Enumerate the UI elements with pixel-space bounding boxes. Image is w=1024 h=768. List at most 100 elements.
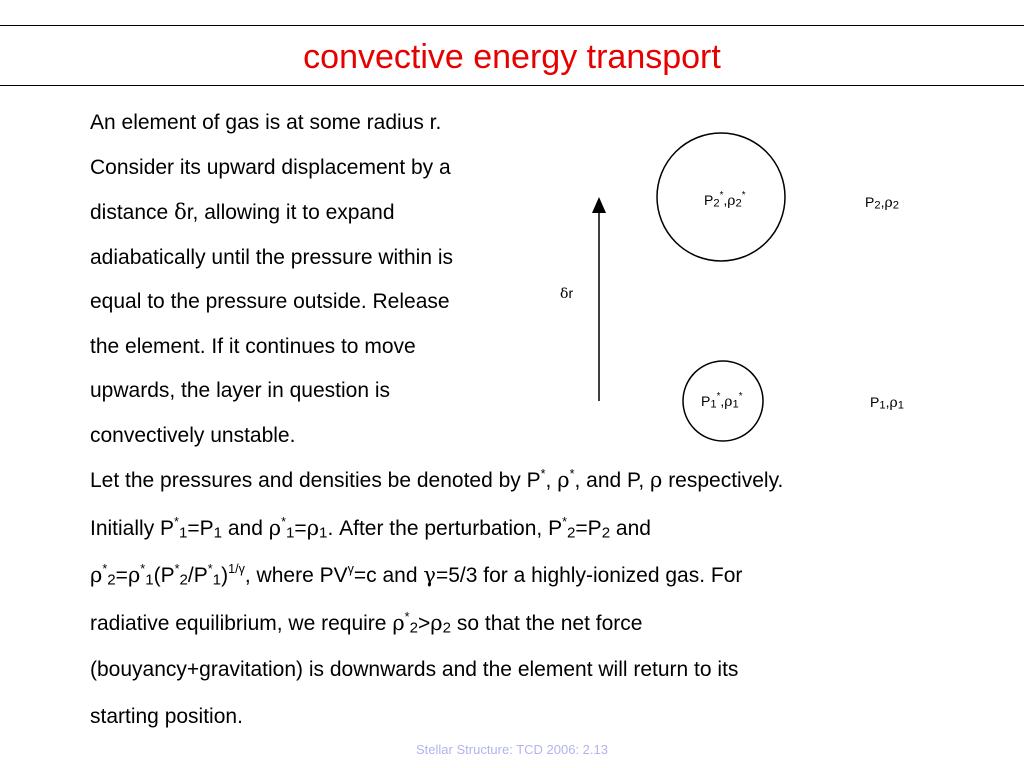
- rho-symbol: ρ: [884, 195, 893, 211]
- text-run: /P: [187, 564, 208, 587]
- text-run: ,: [720, 393, 725, 409]
- subscript: 1: [145, 571, 154, 589]
- upper-element-circle: [656, 132, 786, 262]
- text-run: and: [222, 516, 269, 540]
- rho-symbol: ρ: [430, 610, 443, 635]
- rho-symbol: ρ: [306, 515, 320, 540]
- derivation-line-1: Let the pressures and densities be denot…: [90, 457, 970, 505]
- lower-outer-label: P1,ρ1: [870, 394, 904, 411]
- star-superscript: *: [719, 190, 724, 202]
- text-run: P: [704, 192, 714, 208]
- intro-line-3: distance δr, allowing it to expand: [90, 190, 560, 236]
- subscript: 1: [319, 523, 328, 541]
- text-run: distance: [90, 201, 175, 224]
- upper-inner-label: P2*,ρ2*: [704, 190, 746, 210]
- star-superscript: *: [140, 562, 146, 577]
- text-run: P: [870, 394, 880, 410]
- text-run: (P: [153, 564, 175, 587]
- text-run: and: [610, 516, 651, 540]
- convection-diagram: P2*,ρ2* P2,ρ2 P1*,ρ1* P1,ρ1 δr: [540, 120, 940, 450]
- rho-symbol: ρ: [557, 468, 570, 492]
- text-run: =P: [187, 516, 214, 540]
- subscript: 1: [212, 571, 222, 589]
- star-superscript: *: [540, 467, 546, 482]
- slide-title: convective energy transport: [303, 38, 721, 76]
- displacement-arrow-head: [592, 197, 606, 213]
- text-run: =P: [575, 516, 602, 540]
- subscript: 1: [286, 523, 295, 541]
- star-superscript: *: [404, 609, 410, 624]
- star-superscript: *: [741, 190, 746, 202]
- text-run: respectively.: [662, 469, 784, 492]
- top-rule: [0, 25, 1024, 26]
- intro-line-7: upwards, the layer in question is: [90, 379, 390, 402]
- text-run: , and P,: [574, 469, 650, 492]
- upper-outer-label: P2,ρ2: [865, 194, 899, 211]
- text-run: ,: [545, 469, 558, 492]
- rho-symbol: ρ: [392, 610, 405, 635]
- subscript: 2: [874, 199, 881, 212]
- intro-line-8: convectively unstable.: [90, 423, 296, 447]
- title-underline-rule: [0, 85, 1024, 86]
- delta-symbol: δ: [174, 200, 187, 224]
- rho-symbol: ρ: [90, 563, 103, 587]
- subscript: 2: [601, 523, 611, 541]
- exponent-superscript: 1/γ: [228, 562, 245, 577]
- diagram-shapes: [592, 132, 786, 442]
- subscript: 2: [442, 618, 452, 636]
- subscript: 2: [409, 618, 418, 636]
- derivation-line-3: ρ*2=ρ*1(P*2/P*1)1/γ, where PVγ=c and γ=5…: [90, 552, 970, 600]
- text-run: ,: [885, 394, 890, 410]
- rho-symbol: ρ: [127, 563, 141, 587]
- star-superscript: *: [569, 467, 575, 482]
- derivation-line-4: radiative equilibrium, we require ρ*2>ρ2…: [90, 600, 970, 648]
- lower-inner-label: P1*,ρ1*: [701, 391, 743, 411]
- delta-r-label: δr: [560, 285, 573, 302]
- intro-line-2: Consider its upward displacement by a: [90, 155, 451, 179]
- subscript: 1: [732, 398, 739, 411]
- derivation-line-2: Initially P*1=P1 and ρ*1=ρ1. After the p…: [90, 505, 970, 553]
- text-run: , where PV: [244, 564, 348, 587]
- text-run: radiative equilibrium, we require: [90, 611, 393, 635]
- text-run: ,: [880, 194, 885, 210]
- star-superscript: *: [207, 562, 213, 577]
- text-run: r, allowing it to expand: [186, 201, 395, 224]
- intro-line-1: An element of gas is at some radius r.: [90, 111, 442, 134]
- rho-symbol: ρ: [268, 515, 282, 540]
- rho-symbol: ρ: [650, 468, 663, 492]
- subscript: 1: [213, 523, 223, 541]
- text-run: =c and: [353, 564, 424, 587]
- subscript: 2: [179, 571, 188, 589]
- text-run: =5/3 for a highly-ionized gas. For: [435, 564, 743, 587]
- rho-symbol: ρ: [727, 193, 736, 209]
- intro-line-6: the element. If it continues to move: [90, 334, 416, 358]
- subscript: 1: [710, 398, 717, 411]
- derivation-line-5: (bouyancy+gravitation) is downwards and …: [90, 658, 739, 681]
- text-run: P: [701, 393, 711, 409]
- text-run: =: [115, 564, 128, 587]
- subscript: 2: [567, 523, 576, 541]
- intro-paragraph: An element of gas is at some radius r. C…: [90, 101, 560, 458]
- subscript: 1: [178, 523, 188, 541]
- subscript: 2: [107, 571, 116, 589]
- subscript: 1: [897, 399, 904, 412]
- text-run: . After the perturbation, P: [327, 516, 563, 540]
- text-run: Initially P: [90, 516, 175, 540]
- subscript: 1: [879, 399, 886, 412]
- text-run: ): [221, 564, 229, 587]
- text-run: Let the pressures and densities be denot…: [90, 469, 541, 492]
- star-superscript: *: [716, 391, 721, 403]
- text-run: P: [865, 194, 875, 210]
- slide-footer: Stellar Structure: TCD 2006: 2.13: [416, 742, 608, 757]
- star-superscript: *: [562, 514, 567, 529]
- rho-symbol: ρ: [724, 394, 733, 410]
- gamma-superscript: γ: [347, 562, 354, 577]
- text-run: ,: [723, 192, 728, 208]
- star-superscript: *: [102, 562, 108, 577]
- intro-line-4: adiabatically until the pressure within …: [90, 245, 454, 269]
- delta-symbol: δ: [560, 286, 569, 302]
- star-superscript: *: [281, 514, 287, 529]
- derivation-line-6: starting position.: [90, 704, 243, 728]
- text-run: =: [294, 516, 307, 540]
- subscript: 2: [713, 197, 720, 210]
